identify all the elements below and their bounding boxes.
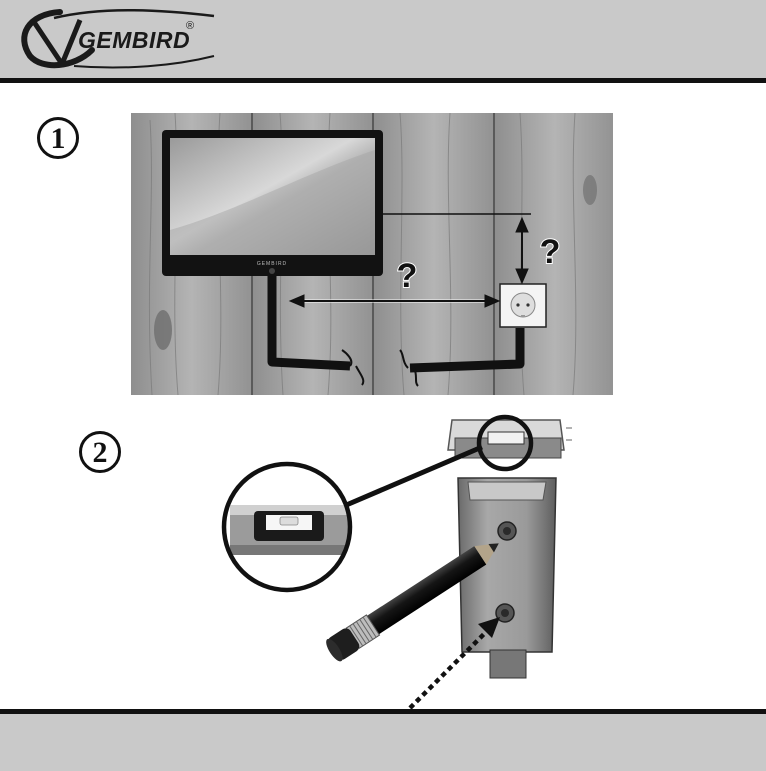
distance-question-horizontal: ? <box>397 257 418 295</box>
magnifier-detail <box>224 464 350 590</box>
footer-bar <box>0 709 766 771</box>
svg-text:GEMBIRD: GEMBIRD <box>257 261 287 267</box>
wall-bracket <box>458 478 556 678</box>
distance-question-vertical: ? <box>540 233 561 271</box>
dotted-arrow <box>410 617 500 708</box>
wall-socket-illustration <box>500 284 546 327</box>
